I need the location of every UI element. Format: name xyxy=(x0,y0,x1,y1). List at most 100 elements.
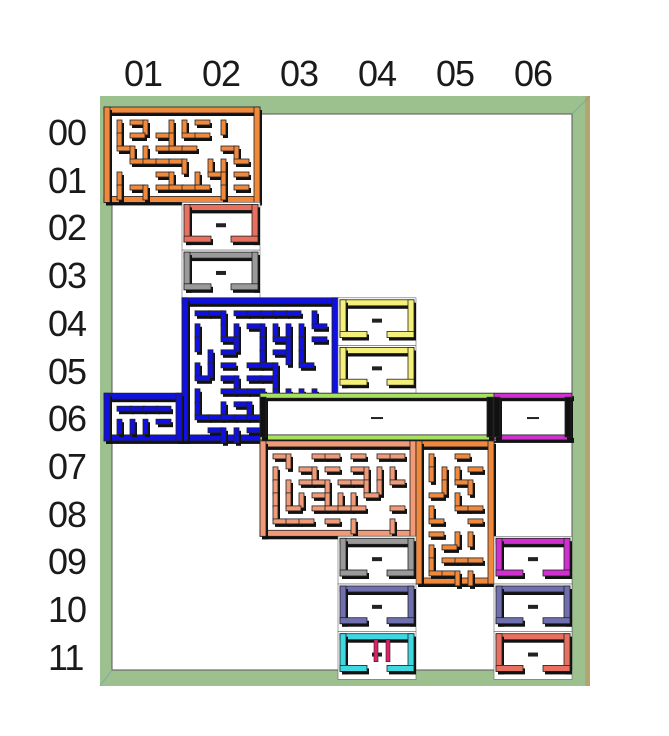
wall-segment xyxy=(143,185,148,200)
door-icon xyxy=(374,640,378,662)
wall-segment xyxy=(340,332,367,338)
floor-marker xyxy=(371,417,383,419)
wall-segment xyxy=(387,618,414,624)
wall-segment xyxy=(496,618,523,624)
wall-segment xyxy=(312,324,327,329)
wall-segment xyxy=(234,159,249,164)
room-r-10-04 xyxy=(338,584,416,632)
wall-segment xyxy=(496,586,570,592)
wall-segment xyxy=(254,107,260,202)
wall-segment xyxy=(468,519,483,524)
wall-segment xyxy=(496,538,570,544)
wall-segment xyxy=(231,236,258,242)
wall-segment xyxy=(182,298,338,304)
floor-marker xyxy=(372,366,382,370)
wall-segment xyxy=(325,454,340,459)
wall-segment xyxy=(104,393,110,441)
wall-segment xyxy=(494,435,572,440)
wall-segment xyxy=(340,570,367,576)
room-r-05-04 xyxy=(338,346,416,394)
wall-segment xyxy=(286,350,291,365)
wall-segment xyxy=(143,419,148,434)
wall-segment xyxy=(543,570,570,576)
wall-segment xyxy=(468,506,483,511)
floor-marker xyxy=(528,605,538,609)
room-r-09-06 xyxy=(494,536,572,584)
room-r-07-05 xyxy=(416,441,496,589)
wall-segment xyxy=(325,467,340,472)
wall-segment xyxy=(221,363,236,368)
floor-marker xyxy=(528,653,538,657)
floor-marker xyxy=(216,271,226,275)
wall-segment xyxy=(543,618,570,624)
wall-segment xyxy=(340,348,414,354)
wall-segment xyxy=(494,397,500,437)
wall-segment xyxy=(387,332,414,338)
wall-segment xyxy=(488,441,494,584)
wall-segment xyxy=(130,133,145,138)
wall-segment xyxy=(496,570,523,576)
wall-segment xyxy=(442,545,457,550)
wall-segment xyxy=(104,393,182,399)
wall-segment xyxy=(184,236,211,242)
wall-segment xyxy=(429,519,444,524)
wall-segment xyxy=(390,506,405,511)
wall-segment xyxy=(299,519,314,524)
wall-segment xyxy=(429,532,444,537)
wall-segment xyxy=(455,571,460,586)
wall-segment xyxy=(390,519,395,534)
wall-segment xyxy=(286,454,291,469)
wall-segment xyxy=(429,467,434,482)
wall-segment xyxy=(429,493,444,498)
wall-segment xyxy=(182,159,187,174)
wall-segment xyxy=(340,586,414,592)
floor-marker xyxy=(372,319,382,323)
wall-segment xyxy=(260,393,494,398)
wall-segment xyxy=(117,419,122,434)
wall-segment xyxy=(416,441,422,584)
wall-segment xyxy=(221,350,236,355)
wall-segment xyxy=(260,441,266,536)
wall-segment xyxy=(234,172,249,177)
wall-segment xyxy=(195,376,210,381)
wall-segment xyxy=(543,665,570,671)
wall-segment xyxy=(387,570,414,576)
wall-segment xyxy=(234,428,239,443)
wall-segment xyxy=(387,665,414,671)
room-r-07-03 xyxy=(260,441,418,539)
wall-segment xyxy=(312,337,327,342)
wall-segment xyxy=(387,379,414,385)
wall-segment xyxy=(340,379,367,385)
wall-segment xyxy=(195,185,210,190)
wall-segment xyxy=(182,146,197,151)
wall-segment xyxy=(468,467,483,472)
wall-segment xyxy=(416,441,494,447)
floor-marker xyxy=(528,557,538,561)
room-r-04-04 xyxy=(338,298,416,346)
wall-segment xyxy=(286,311,301,316)
room-r-06-06 xyxy=(494,393,574,443)
wall-segment xyxy=(104,107,260,113)
wall-segment xyxy=(351,506,366,511)
wall-segment xyxy=(340,618,367,624)
wall-segment xyxy=(468,532,473,547)
wall-segment xyxy=(156,406,171,411)
room-r-09-04 xyxy=(338,536,416,584)
wall-segment xyxy=(195,133,210,138)
wall-segment xyxy=(468,480,473,495)
wall-segment xyxy=(260,435,494,440)
floor-marker xyxy=(216,223,226,227)
room-r-02-02 xyxy=(182,202,260,250)
room-r-10-06 xyxy=(494,584,572,632)
wall-segment xyxy=(176,393,182,441)
wall-segment xyxy=(455,454,470,459)
wall-segment xyxy=(468,571,473,586)
room-r-06-01 xyxy=(104,393,184,444)
wall-segment xyxy=(351,519,356,534)
room-r-11-06 xyxy=(494,632,572,680)
floor-marker xyxy=(372,605,382,609)
wall-segment xyxy=(364,493,379,498)
wall-segment xyxy=(286,506,301,511)
